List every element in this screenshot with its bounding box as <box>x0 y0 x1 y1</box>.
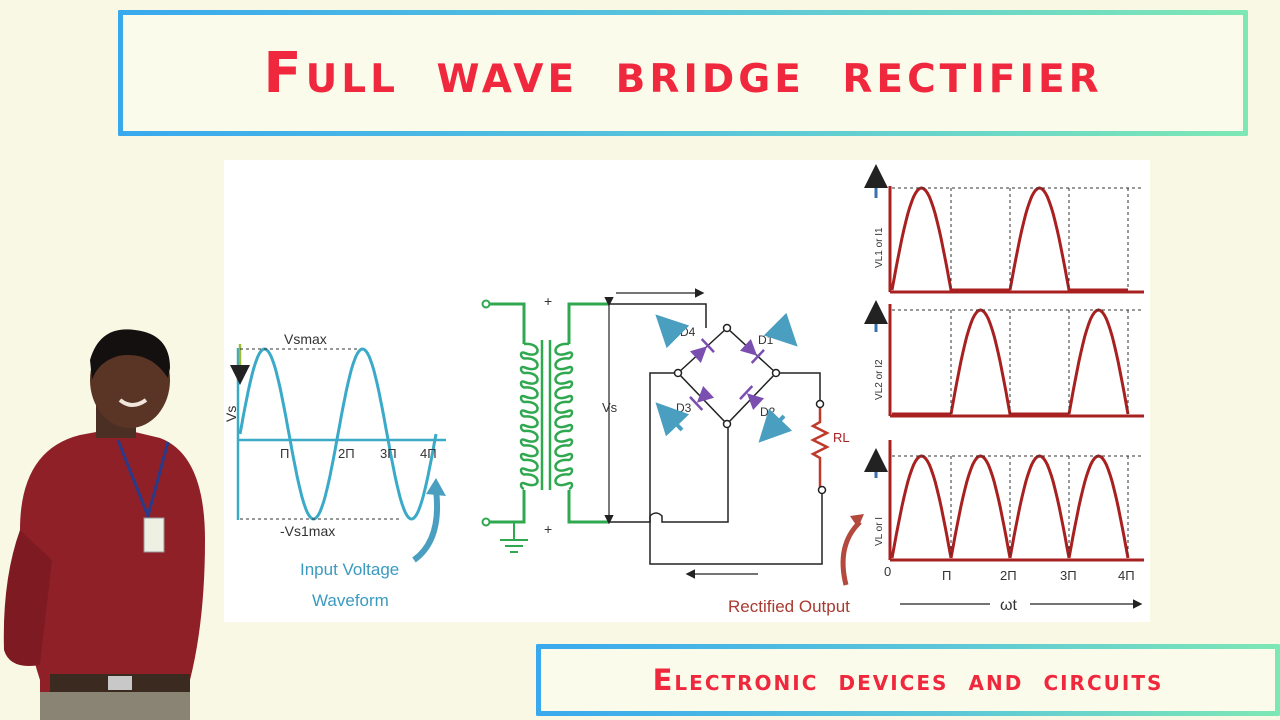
graph3-axis-label: VL or I <box>874 517 885 546</box>
d3-label: D3 <box>676 401 692 415</box>
circuit-wiring: Vs RL <box>602 288 850 579</box>
graph2-half-wave <box>892 308 1130 416</box>
graph2-axis-label: VL2 or I2 <box>874 359 885 400</box>
x-tick-4pi: 4Π <box>1118 568 1135 583</box>
d4-label: D4 <box>680 325 696 339</box>
input-tick-4pi: 4Π <box>420 446 437 461</box>
transformer: + + <box>481 293 609 553</box>
diode-d1 <box>739 339 765 364</box>
load-label: RL <box>833 430 850 445</box>
output-graphs: VL1 or I1 VL2 or I2 VL or I 0 Π 2Π 3Π 4Π… <box>864 164 1144 614</box>
x-tick-pi: Π <box>942 568 951 583</box>
graph1-axis-label: VL1 or I1 <box>874 227 885 268</box>
input-caption-line2: Waveform <box>312 591 389 610</box>
input-pointer-arrow-icon <box>412 489 440 563</box>
current-arrow-d4-icon <box>655 314 690 349</box>
diagram-panel: Vs Vsmax -Vs1max Π 2Π 3Π 4Π Input Voltag… <box>224 160 1150 622</box>
diode-bridge: D4 D1 D3 D2 <box>655 312 798 443</box>
diode-d2 <box>739 385 765 410</box>
presenter-photo <box>3 329 205 720</box>
vmax-label: Vsmax <box>284 331 327 347</box>
x-tick-0: 0 <box>884 564 891 579</box>
input-sine-wave <box>238 347 438 521</box>
x-tick-3pi: 3Π <box>1060 568 1077 583</box>
bottom-polarity-sign: + <box>544 521 552 537</box>
secondary-coil <box>554 342 574 491</box>
x-tick-2pi: 2Π <box>1000 568 1017 583</box>
subtitle-banner: Electronic devices and circuits <box>536 644 1280 716</box>
input-tick-3pi: 3Π <box>380 446 397 461</box>
input-tick-2pi: 2Π <box>338 446 355 461</box>
video-title: Full wave bridge rectifier <box>263 40 1103 106</box>
current-arrow-d1-icon <box>763 312 798 347</box>
load-resistor <box>810 408 830 490</box>
primary-terminal-top <box>481 299 491 309</box>
rectifier-diagram: Vs Vsmax -Vs1max Π 2Π 3Π 4Π Input Voltag… <box>224 164 1144 616</box>
diode-d4 <box>689 338 715 363</box>
input-tick-pi: Π <box>280 446 289 461</box>
current-arrow-d2-icon <box>758 408 793 443</box>
input-axis-label: Vs <box>224 406 239 422</box>
input-caption-line1: Input Voltage <box>300 560 399 579</box>
vs-label: Vs <box>602 400 618 415</box>
primary-coil <box>519 342 539 491</box>
video-subtitle: Electronic devices and circuits <box>652 663 1164 697</box>
current-arrow-d3-icon <box>655 402 690 437</box>
input-waveform: Vs Vsmax -Vs1max Π 2Π 3Π 4Π Input Voltag… <box>224 331 446 610</box>
primary-terminal-bottom <box>481 517 491 527</box>
diode-d3 <box>689 386 715 411</box>
top-polarity-sign: + <box>544 293 552 309</box>
title-banner: Full wave bridge rectifier <box>118 10 1248 136</box>
vmin-label: -Vs1max <box>280 523 335 539</box>
ground-icon <box>500 522 528 553</box>
x-axis-label: ωt <box>1000 597 1017 614</box>
d2-label: D2 <box>760 405 776 419</box>
d1-label: D1 <box>758 333 774 347</box>
graph3-full-wave <box>890 454 1130 559</box>
output-pointer-arrow-icon <box>840 520 862 586</box>
output-caption: Rectified Output <box>728 597 850 616</box>
